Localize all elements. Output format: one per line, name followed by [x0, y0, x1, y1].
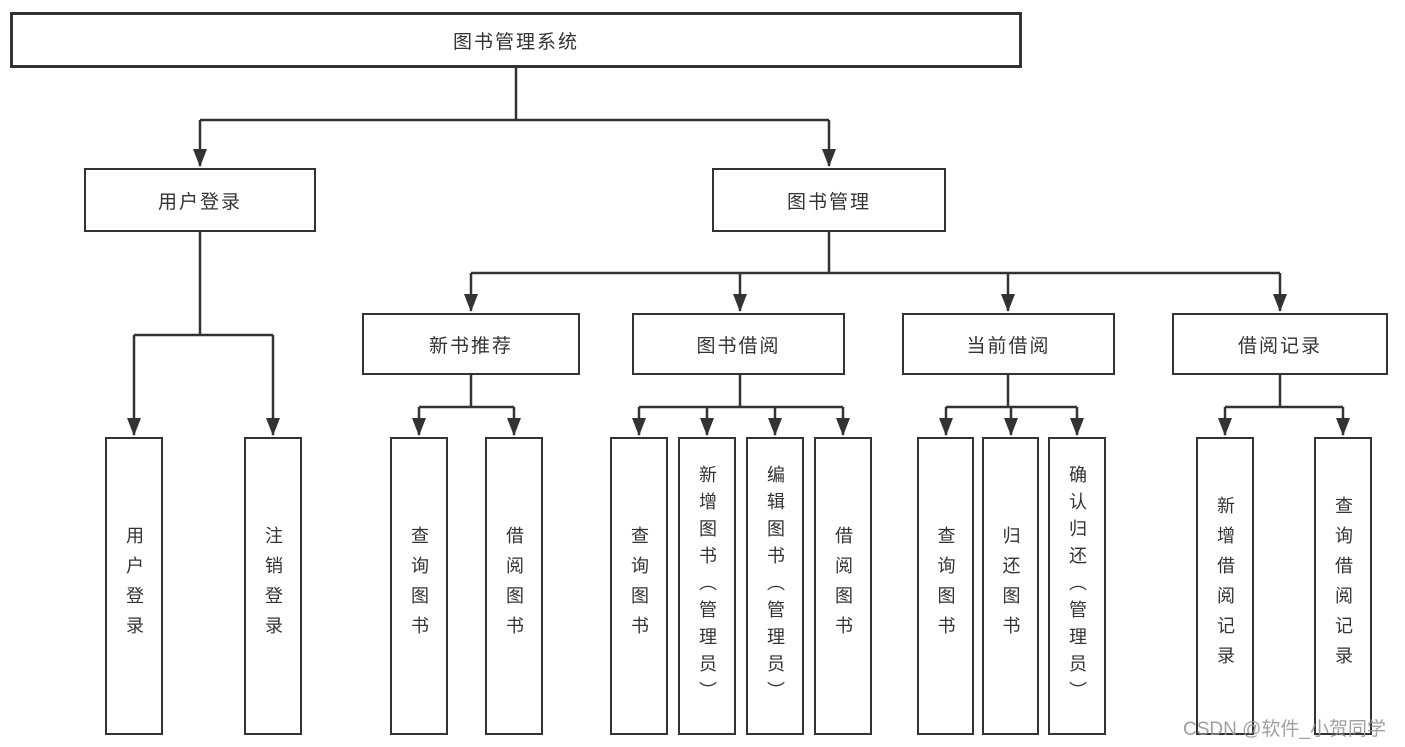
leaf-recommend-query-books: 查询图书 — [390, 437, 448, 735]
leaf-user-login: 用户登录 — [105, 437, 163, 735]
leaf-current-return-books-label: 归还图书 — [1000, 526, 1021, 646]
connector-lines — [134, 68, 1343, 409]
node-current-borrowing-label: 当前借阅 — [966, 335, 1051, 357]
node-borrowing-records-label: 借阅记录 — [1237, 335, 1322, 357]
leaf-borrowing-borrow-books-label: 借阅图书 — [833, 526, 853, 646]
leaf-logout-label: 注销登录 — [263, 526, 283, 646]
leaf-borrowing-add-books-admin: 新增图书（管理员） — [678, 437, 736, 735]
leaf-recommend-borrow-books: 借阅图书 — [485, 437, 543, 735]
connector-arrows — [127, 120, 1350, 436]
node-new-book-recommend-label: 新书推荐 — [428, 335, 513, 357]
leaf-current-query-books-label: 查询图书 — [935, 526, 956, 646]
node-library-system: 图书管理系统 — [10, 12, 1022, 68]
leaf-records-query-record: 查询借阅记录 — [1314, 437, 1372, 735]
leaf-current-confirm-return-admin: 确认归还（管理员） — [1048, 437, 1106, 735]
leaf-records-add-record-label: 新增借阅记录 — [1215, 496, 1235, 676]
leaf-borrowing-edit-books-admin-label: 编辑图书（管理员） — [765, 464, 785, 708]
node-book-management-label: 图书管理 — [786, 191, 871, 213]
node-book-management: 图书管理 — [712, 168, 946, 232]
leaf-records-query-record-label: 查询借阅记录 — [1333, 496, 1353, 676]
node-current-borrowing: 当前借阅 — [902, 313, 1115, 375]
node-user-login-label: 用户登录 — [157, 191, 242, 213]
node-new-book-recommend: 新书推荐 — [362, 313, 580, 375]
leaf-borrowing-query-books: 查询图书 — [610, 437, 668, 735]
leaf-records-add-record: 新增借阅记录 — [1196, 437, 1254, 735]
node-library-system-label: 图书管理系统 — [452, 31, 579, 53]
leaf-recommend-query-books-label: 查询图书 — [409, 526, 429, 646]
leaf-borrowing-query-books-label: 查询图书 — [629, 526, 649, 646]
leaf-current-return-books: 归还图书 — [982, 437, 1039, 735]
node-user-login: 用户登录 — [84, 168, 316, 232]
leaf-borrowing-edit-books-admin: 编辑图书（管理员） — [746, 437, 804, 735]
leaf-recommend-borrow-books-label: 借阅图书 — [504, 526, 524, 646]
leaf-logout: 注销登录 — [244, 437, 302, 735]
node-borrowing-records: 借阅记录 — [1172, 313, 1388, 375]
node-book-borrowing: 图书借阅 — [632, 313, 845, 375]
node-book-borrowing-label: 图书借阅 — [696, 335, 781, 357]
leaf-user-login-label: 用户登录 — [124, 526, 144, 646]
csdn-watermark: CSDN @软件_小贺同学 — [1183, 719, 1386, 740]
leaf-borrowing-borrow-books: 借阅图书 — [814, 437, 872, 735]
leaf-borrowing-add-books-admin-label: 新增图书（管理员） — [697, 464, 717, 708]
leaf-current-query-books: 查询图书 — [917, 437, 974, 735]
leaf-current-confirm-return-admin-label: 确认归还（管理员） — [1067, 464, 1087, 708]
